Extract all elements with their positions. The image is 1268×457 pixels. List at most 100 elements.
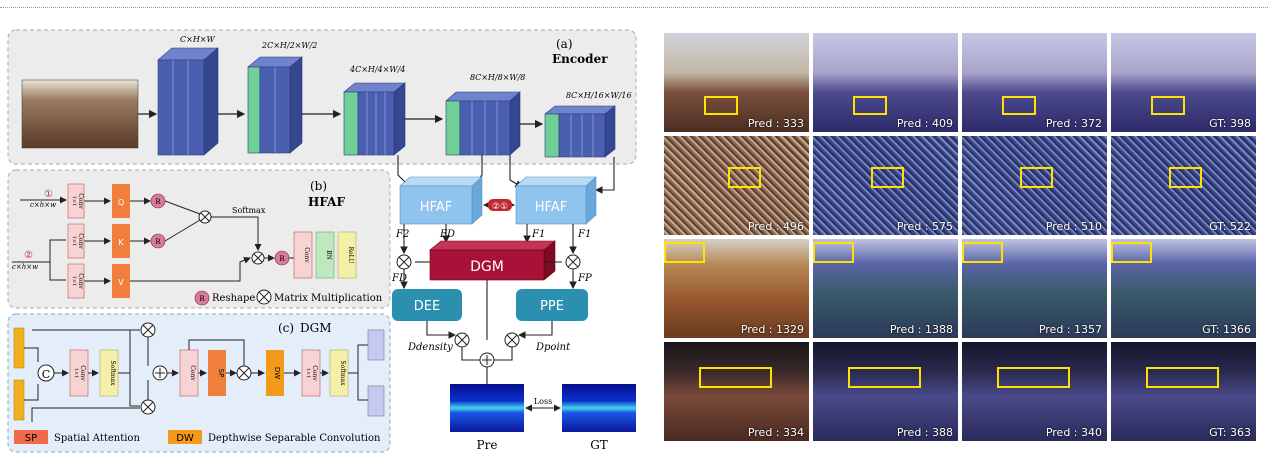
svg-text:R: R xyxy=(155,238,161,246)
dee-label: DEE xyxy=(414,299,440,314)
hfaf-left-label: HFAF xyxy=(420,200,452,215)
legend-reshape-text: Reshape xyxy=(212,293,255,304)
highlight-box xyxy=(1111,242,1152,263)
result-r3-c4: GT: 1366 xyxy=(1111,239,1256,338)
highlight-box xyxy=(699,367,772,388)
highlight-box xyxy=(1146,367,1219,388)
svg-text:BN: BN xyxy=(325,250,332,260)
svg-text:R: R xyxy=(155,198,161,206)
result-r3-c3: Pred : 1357 xyxy=(962,239,1107,338)
legend-reshape-icon xyxy=(194,290,210,306)
svg-text:Softmax: Softmax xyxy=(109,360,116,386)
encoder-block-2 xyxy=(247,56,303,154)
result-r1-c2: Pred : 409 xyxy=(813,33,958,132)
result-label: Pred : 575 xyxy=(896,220,953,233)
svg-text:Conv: Conv xyxy=(189,365,196,381)
highlight-box xyxy=(1151,96,1185,115)
svg-text:R: R xyxy=(279,255,285,263)
svg-text:1×1: 1×1 xyxy=(71,236,77,247)
dgm-panel xyxy=(7,313,391,453)
ppe-label: PPE xyxy=(540,299,564,314)
loss-label: Loss xyxy=(534,397,552,406)
result-label: Pred : 496 xyxy=(747,220,804,233)
result-r4-c1: Pred : 334 xyxy=(664,342,809,441)
result-label: Pred : 510 xyxy=(1045,220,1102,233)
result-r3-c2: Pred : 1388 xyxy=(813,239,958,338)
result-r2-c2: Pred : 575 xyxy=(813,136,958,235)
dgm-title: DGM xyxy=(300,321,332,335)
svg-text:Q: Q xyxy=(118,198,124,207)
hfaf-left-box xyxy=(399,176,483,225)
svg-text:SP: SP xyxy=(217,369,225,378)
svg-text:1×1: 1×1 xyxy=(71,196,77,207)
svg-text:R: R xyxy=(199,295,205,303)
results-grid: Pred : 333 Pred : 409 Pred : 372 GT: 398… xyxy=(664,33,1256,441)
dgm-output-2 xyxy=(367,385,385,417)
top-divider xyxy=(0,7,1268,8)
svg-text:DW: DW xyxy=(273,367,281,379)
highlight-box xyxy=(853,96,887,115)
hfaf-conv-k: Conv 1×1 xyxy=(67,223,85,259)
label-f1: F1 xyxy=(531,229,545,240)
q-block xyxy=(112,184,130,218)
encoder-block-4 xyxy=(445,91,521,156)
result-r3-c1: Pred : 1329 xyxy=(664,239,809,338)
result-label: Pred : 1329 xyxy=(740,323,804,336)
dgm-box xyxy=(429,240,556,281)
svg-text:DW: DW xyxy=(176,433,194,444)
result-r4-c4: GT: 363 xyxy=(1111,342,1256,441)
result-r4-c3: Pred : 340 xyxy=(962,342,1107,441)
highlight-box xyxy=(1169,167,1202,188)
highlight-box xyxy=(664,242,705,263)
result-label: Pred : 334 xyxy=(747,426,804,439)
highlight-box xyxy=(813,242,854,263)
result-label: Pred : 372 xyxy=(1045,117,1102,130)
result-label: Pred : 409 xyxy=(896,117,953,130)
highlight-box xyxy=(997,367,1070,388)
highlight-box xyxy=(1002,96,1036,115)
dgm-tag: (c) xyxy=(278,321,294,335)
highlight-box xyxy=(704,96,738,115)
encoder-block-3 xyxy=(343,82,406,156)
pre-density-map xyxy=(450,384,524,432)
svg-text:Softmax: Softmax xyxy=(339,360,346,386)
legend-dw-text: Depthwise Separable Convolution xyxy=(208,433,381,444)
svg-text:1×1: 1×1 xyxy=(73,368,79,379)
result-label: Pred : 333 xyxy=(747,117,804,130)
result-label: GT: 363 xyxy=(1209,426,1251,439)
result-r1-c3: Pred : 372 xyxy=(962,33,1107,132)
hfaf-conv-v: Conv 1×1 xyxy=(67,263,85,299)
legend-mm-text: Matrix Multiplication xyxy=(274,293,383,304)
highlight-box xyxy=(1020,167,1053,188)
svg-text:Conv: Conv xyxy=(77,273,84,289)
dim-2: 2C×H/2×W/2 xyxy=(261,41,317,50)
label-fd: FD xyxy=(391,273,407,284)
svg-text:V: V xyxy=(118,278,124,287)
result-r2-c3: Pred : 510 xyxy=(962,136,1107,235)
dgm-input-2 xyxy=(13,379,25,421)
hfaf-right-label: HFAF xyxy=(535,200,567,215)
label-fd-top: FD xyxy=(439,229,455,240)
result-r1-c1: Pred : 333 xyxy=(664,33,809,132)
dim-3: 4C×H/4×W/4 xyxy=(349,65,405,74)
bn-block xyxy=(315,231,335,279)
svg-text:1×1: 1×1 xyxy=(71,276,77,287)
result-label: Pred : 388 xyxy=(896,426,953,439)
hfaf-out-conv xyxy=(293,231,313,279)
encoder-block-5 xyxy=(544,105,616,158)
sp-block xyxy=(208,350,226,396)
highlight-box xyxy=(728,167,761,188)
result-label: Pred : 1357 xyxy=(1038,323,1102,336)
legend-sp-icon xyxy=(14,430,48,444)
hfaf-input2-num: ② xyxy=(24,250,33,261)
highlight-box xyxy=(871,167,904,188)
result-r2-c1: Pred : 496 xyxy=(664,136,809,235)
highlight-box xyxy=(848,367,921,388)
result-r4-c2: Pred : 388 xyxy=(813,342,958,441)
label-d-density: Ddensity xyxy=(407,342,453,353)
gt-density-map xyxy=(562,384,636,432)
label-d-point: Dpoint xyxy=(535,342,571,353)
label-fp: FP xyxy=(577,273,592,284)
svg-text:SP: SP xyxy=(25,433,37,444)
